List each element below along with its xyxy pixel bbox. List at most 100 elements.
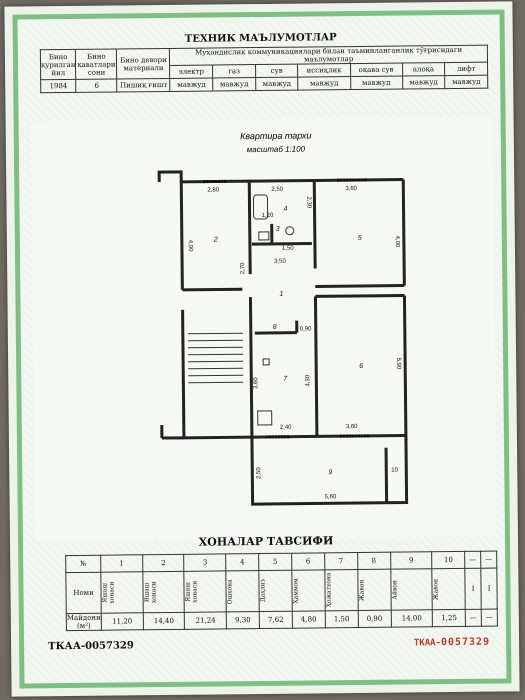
document-sheet: ТЕХНИК МАЪЛУМОТЛАР Бино қурилган йил Бин… <box>4 1 520 697</box>
utility-value: мавжуд <box>170 78 213 92</box>
serial-number-right: ТКАА-0057329 <box>414 637 490 649</box>
dim-label: 2,50 <box>256 467 262 479</box>
room-area: 1,25 <box>432 609 466 627</box>
utility-header: электр <box>169 65 213 79</box>
room-no: 5 <box>258 553 292 571</box>
utility-header: иссиқлик <box>297 63 351 78</box>
room-area: 9,30 <box>226 611 260 629</box>
room-no: 1 <box>100 554 143 573</box>
utility-value: мавжуд <box>444 75 488 89</box>
utility-header: сув <box>255 64 299 78</box>
room-area: 0,90 <box>357 610 392 628</box>
stove-icon <box>257 410 273 426</box>
dim-label: 2,30 <box>305 196 311 208</box>
room-area: — <box>465 609 482 627</box>
room-number: 2 <box>213 236 218 243</box>
dim-label: 1,50 <box>282 246 294 252</box>
room-numbers: 2 3 4 5 1 8 7 6 9 <box>213 206 363 477</box>
room-no: 6 <box>291 552 325 571</box>
table-row: Майдони (м²) 11,20 14,40 21,24 9,30 7,62… <box>66 609 498 631</box>
dim-label: 2,50 <box>271 187 283 193</box>
dim-label: 10 <box>391 468 398 474</box>
room-no: 7 <box>324 552 358 570</box>
room-area: 1,50 <box>325 610 359 628</box>
no-label: № <box>65 555 101 573</box>
table-row: Номи Яшаш хонаси Яшаш хонаси Яшаш хонаси… <box>65 568 498 614</box>
dim-label: 4,00 <box>394 236 400 248</box>
room-no: 3 <box>184 553 226 572</box>
utility-header: алоқа <box>402 62 445 77</box>
room-area: 7,62 <box>259 611 293 629</box>
dim-label: 4,30 <box>305 374 311 386</box>
utility-header: лифт <box>444 62 488 76</box>
dim-label: 3,60 <box>345 186 357 192</box>
utility-value: мавжуд <box>255 77 299 91</box>
room-name: Жавон <box>358 579 366 601</box>
room-name: Ошхона <box>226 578 234 604</box>
room-area: — <box>481 609 498 627</box>
year-value: 1984 <box>40 79 77 93</box>
stairs <box>187 332 244 384</box>
serial-number-left: ТКАА-0057329 <box>48 640 134 653</box>
utility-header: оқава сув <box>350 63 403 77</box>
room-area: 11,20 <box>101 612 144 631</box>
walls <box>157 170 409 506</box>
room-name: Жавон <box>432 578 440 600</box>
dim-label: 0,90 <box>300 326 312 332</box>
dim-label: 1,20 <box>262 213 274 219</box>
dim-label: 2,80 <box>207 187 219 193</box>
dim-label: 3,60 <box>253 377 259 389</box>
room-number: 8 <box>273 324 277 331</box>
dimensions: 2,80 2,50 3,60 4,00 4,00 2,30 1,50 1,20 … <box>187 186 401 500</box>
utility-value: мавжуд <box>402 75 445 90</box>
room-name: I <box>480 568 498 610</box>
windows <box>203 178 370 439</box>
room-name: I <box>465 568 482 610</box>
room-area: 21,24 <box>184 611 227 630</box>
room-number: 5 <box>358 235 362 242</box>
toilet-icon <box>258 231 270 241</box>
document-content: ТЕХНИК МАЪЛУМОТЛАР Бино қурилган йил Бин… <box>30 25 499 682</box>
room-no: 8 <box>357 552 391 570</box>
utility-header: газ <box>212 64 256 79</box>
dim-label: 3,50 <box>274 259 286 265</box>
room-area: 14,40 <box>142 612 185 630</box>
room-name: Айвон <box>391 579 399 600</box>
room-name: Яшаш хонаси <box>143 581 158 604</box>
room-no: 2 <box>142 554 185 572</box>
room-number: 6 <box>359 363 363 370</box>
serial-number: 0057329 <box>440 636 491 649</box>
utility-value: мавжуд <box>212 77 256 91</box>
floors-value: 6 <box>76 79 118 93</box>
bathtub-icon <box>252 194 269 220</box>
room-no: 10 <box>431 551 466 569</box>
room-name: Яшаш хонаси <box>101 581 116 604</box>
room-number: 1 <box>279 291 283 298</box>
room-no: 9 <box>390 551 433 570</box>
room-name: Даҳлиз <box>259 579 267 603</box>
room-area: 14,00 <box>390 609 433 628</box>
col-walls-header: Бино девори материали <box>116 48 171 80</box>
technical-data-title: ТЕХНИК МАЪЛУМОТЛАР <box>184 32 337 45</box>
green-guilloche-border: ТЕХНИК МАЪЛУМОТЛАР Бино қурилган йил Бин… <box>12 9 512 689</box>
dim-label: 2,40 <box>280 425 292 431</box>
col-year-header: Бино қурилган йил <box>40 49 77 80</box>
room-no: — <box>480 551 497 569</box>
room-area: 4,80 <box>292 610 326 629</box>
dim-label: 5,60 <box>325 494 337 500</box>
plan-scale: масштаб 1:100 <box>247 145 306 155</box>
room-number: 7 <box>283 376 288 383</box>
rooms-table: № 1 2 3 4 5 6 7 8 9 10 — — Номи Яшаш хон… <box>65 551 498 632</box>
room-name: Ҳожатхона <box>325 572 333 608</box>
dim-label: 5,90 <box>395 358 401 370</box>
utility-value: мавжуд <box>298 76 351 91</box>
apartment-floor-plan: Квартира тархи масштаб 1:100 <box>30 116 497 542</box>
name-label: Номи <box>65 572 102 614</box>
serial-prefix: ТКАА- <box>413 638 441 649</box>
plan-title: Квартира тархи <box>240 130 312 141</box>
room-number: 4 <box>284 206 288 213</box>
room-number: 9 <box>328 469 332 476</box>
room-name: Ҳаммом <box>292 577 300 604</box>
area-label: Майдони (м²) <box>66 613 102 631</box>
room-no: 4 <box>225 553 259 571</box>
